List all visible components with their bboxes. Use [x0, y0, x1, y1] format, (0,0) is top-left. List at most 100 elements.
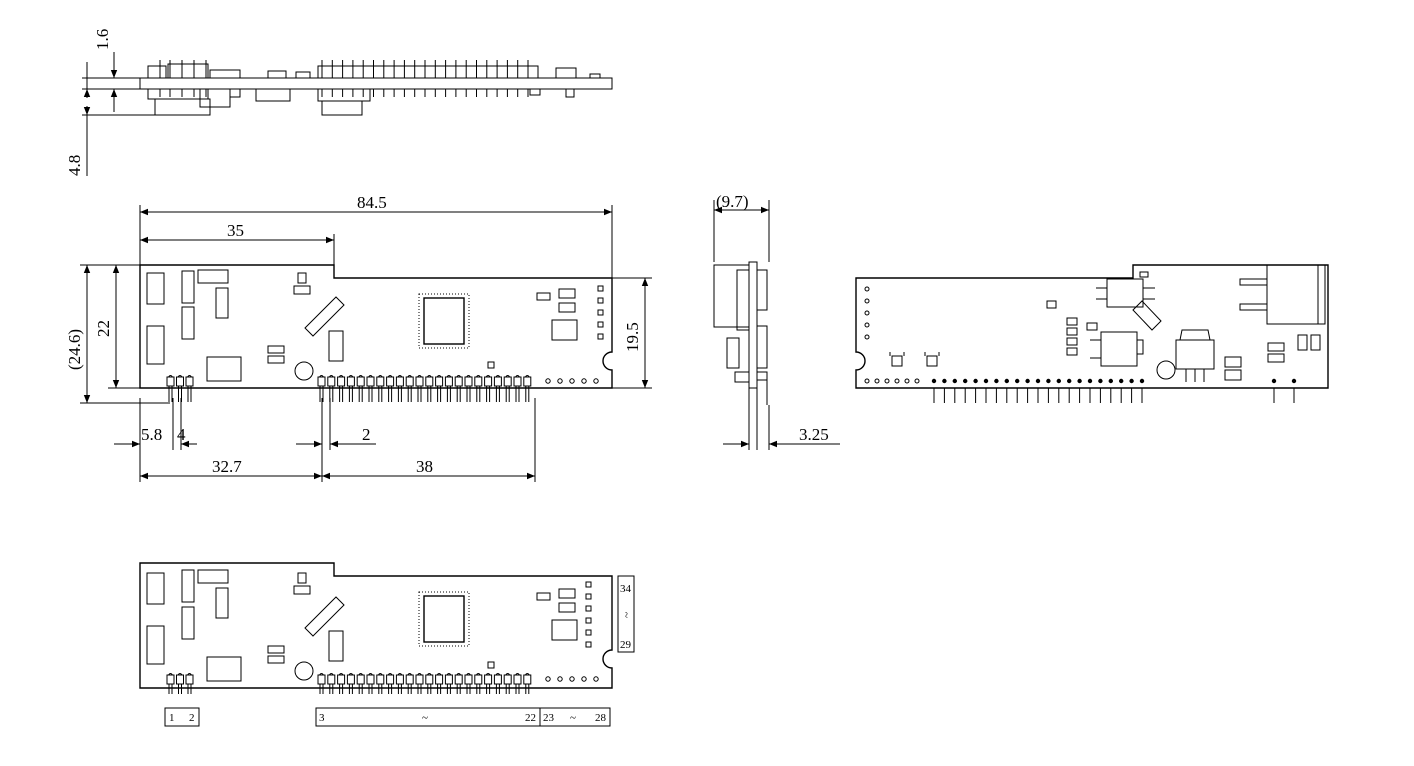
pin-map-unpopulated-holes: [545, 676, 599, 682]
header-pin: [395, 674, 404, 685]
header-pin: [317, 674, 326, 685]
side-view-pins: [159, 60, 529, 97]
side-view: 1.6 4.8: [65, 29, 613, 176]
top-view-main-pin-header: [317, 375, 532, 402]
bottom-pin: [1035, 378, 1041, 384]
bottom-pin: [994, 378, 999, 384]
pin-label-box-side: [617, 575, 635, 653]
pin-offset-left-label: 5.8: [141, 425, 162, 444]
bottom-pin: [1098, 378, 1103, 384]
height-board-label: 22: [94, 320, 113, 337]
header-pin: [435, 674, 444, 685]
header-pin: [474, 674, 483, 685]
header-pin: [444, 376, 453, 387]
pin-map-board-outline: [139, 562, 613, 689]
header-pin: [356, 674, 365, 685]
bottom-pin: [1025, 378, 1030, 384]
bottom-view-pin-row: [864, 378, 1145, 403]
pin-label-34: 34: [620, 583, 632, 595]
end-view: (9.7) 3.25: [713, 192, 840, 450]
pin-label-23: 23: [543, 712, 555, 724]
header-pin: [376, 376, 385, 387]
header-pin: [464, 674, 473, 685]
header-pin: [513, 674, 522, 685]
header-pin: [386, 674, 395, 685]
header-pin: [366, 674, 375, 685]
header-pin: [484, 376, 493, 387]
pin-label-box-main: [315, 707, 541, 727]
pin-pitch-left-label: 4: [177, 425, 186, 444]
pin-protrusion-label: 4.8: [65, 155, 84, 176]
board-thickness-label: 1.6: [93, 29, 112, 50]
header-pin: [176, 376, 184, 387]
bottom-view-board-outline: [855, 264, 1329, 389]
bottom-pin: [1004, 378, 1009, 384]
pin-group-length-label: 38: [416, 457, 433, 476]
top-view-components: [146, 269, 604, 382]
header-pin: [166, 674, 175, 685]
pin-map-main-pin-header: [317, 673, 532, 694]
pin-label-box-left: [164, 707, 200, 727]
header-pin: [395, 376, 404, 387]
header-pin: [523, 674, 532, 685]
pin-label-22: 22: [525, 712, 536, 724]
header-pin: [405, 376, 414, 387]
header-pin: [503, 376, 512, 387]
bottom-pin: [1015, 378, 1020, 384]
pin-label-side-separator: ~: [620, 612, 632, 618]
depth-label: (9.7): [716, 192, 749, 211]
length-label: 84.5: [357, 193, 387, 212]
end-pin-offset-label: 3.25: [799, 425, 829, 444]
bottom-pin: [931, 378, 937, 384]
height-right-label: 19.5: [623, 322, 642, 352]
header-pin: [327, 674, 336, 685]
bottom-pin: [952, 378, 957, 384]
height-overall-label: (24.6): [65, 329, 84, 370]
header-pin: [327, 376, 336, 387]
bottom-pin: [1108, 378, 1114, 384]
pin-map-left-pin-header: [166, 673, 194, 694]
header-pin: [425, 376, 434, 387]
pin-label-main-separator: ~: [422, 712, 428, 724]
pin-label-1: 1: [169, 712, 175, 724]
header-pin: [513, 376, 522, 387]
end-view-board: [748, 261, 758, 389]
pin-pitch-label: 2: [362, 425, 371, 444]
bottom-pin: [1077, 378, 1082, 384]
header-pin: [464, 376, 473, 387]
pin-label-28: 28: [595, 712, 607, 724]
header-pin: [454, 674, 463, 685]
pin-map-components: [146, 569, 592, 682]
header-pin: [493, 376, 502, 387]
header-pin: [346, 674, 355, 685]
header-pin: [425, 674, 434, 685]
header-pin: [523, 376, 532, 387]
bottom-pin: [983, 378, 989, 384]
pin-group-offset-label: 32.7: [212, 457, 242, 476]
pin-label-3: 3: [319, 712, 325, 724]
header-pin: [503, 674, 512, 685]
header-pin: [317, 376, 326, 387]
side-view-components: [147, 63, 601, 116]
header-pin: [386, 376, 395, 387]
header-pin: [185, 674, 194, 685]
header-pin: [484, 674, 493, 685]
header-pin: [337, 376, 346, 387]
header-pin: [474, 376, 483, 387]
header-pin: [166, 376, 175, 387]
header-pin: [356, 376, 365, 387]
pin-label-29: 29: [620, 639, 632, 651]
bottom-view: [855, 264, 1329, 403]
top-view: 84.5 35 (24.6) 22 19.5 5.8 4 2 32.7: [65, 193, 652, 482]
top-view-board-outline: [139, 264, 613, 389]
top-view-unpopulated-holes: [545, 378, 599, 384]
pin-label-box-right: [539, 707, 611, 727]
bottom-pin: [942, 378, 947, 384]
bottom-pin: [1129, 378, 1134, 384]
top-view-left-pin-header: [166, 375, 194, 402]
header-pin: [405, 674, 414, 685]
header-pin: [176, 674, 184, 685]
bottom-pin: [1139, 378, 1145, 384]
bottom-pin: [963, 378, 968, 384]
bottom-pin: [1087, 378, 1093, 384]
